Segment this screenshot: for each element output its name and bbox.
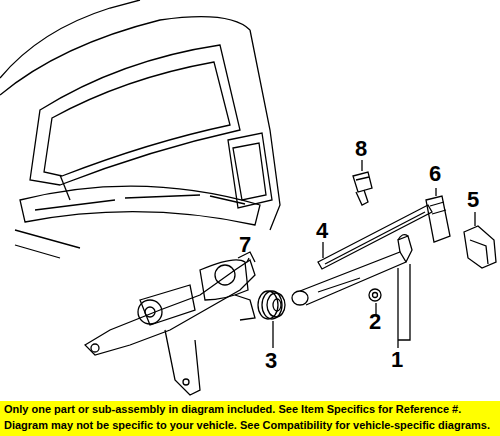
callout-number: 4 [316, 220, 328, 242]
callout-number: 7 [239, 234, 251, 256]
callout-number: 8 [355, 138, 367, 160]
callout-number: 1 [391, 349, 403, 371]
footer-note: Diagram may not be specific to your vehi… [0, 417, 500, 433]
callout-number: 2 [369, 311, 381, 333]
callout-number: 5 [467, 189, 479, 211]
callout-number: 3 [265, 350, 277, 372]
footer-note: Only one part or sub-assembly in diagram… [0, 401, 500, 417]
footer-band: Only one part or sub-assembly in diagram… [0, 401, 500, 436]
callout-number: 6 [429, 163, 441, 185]
